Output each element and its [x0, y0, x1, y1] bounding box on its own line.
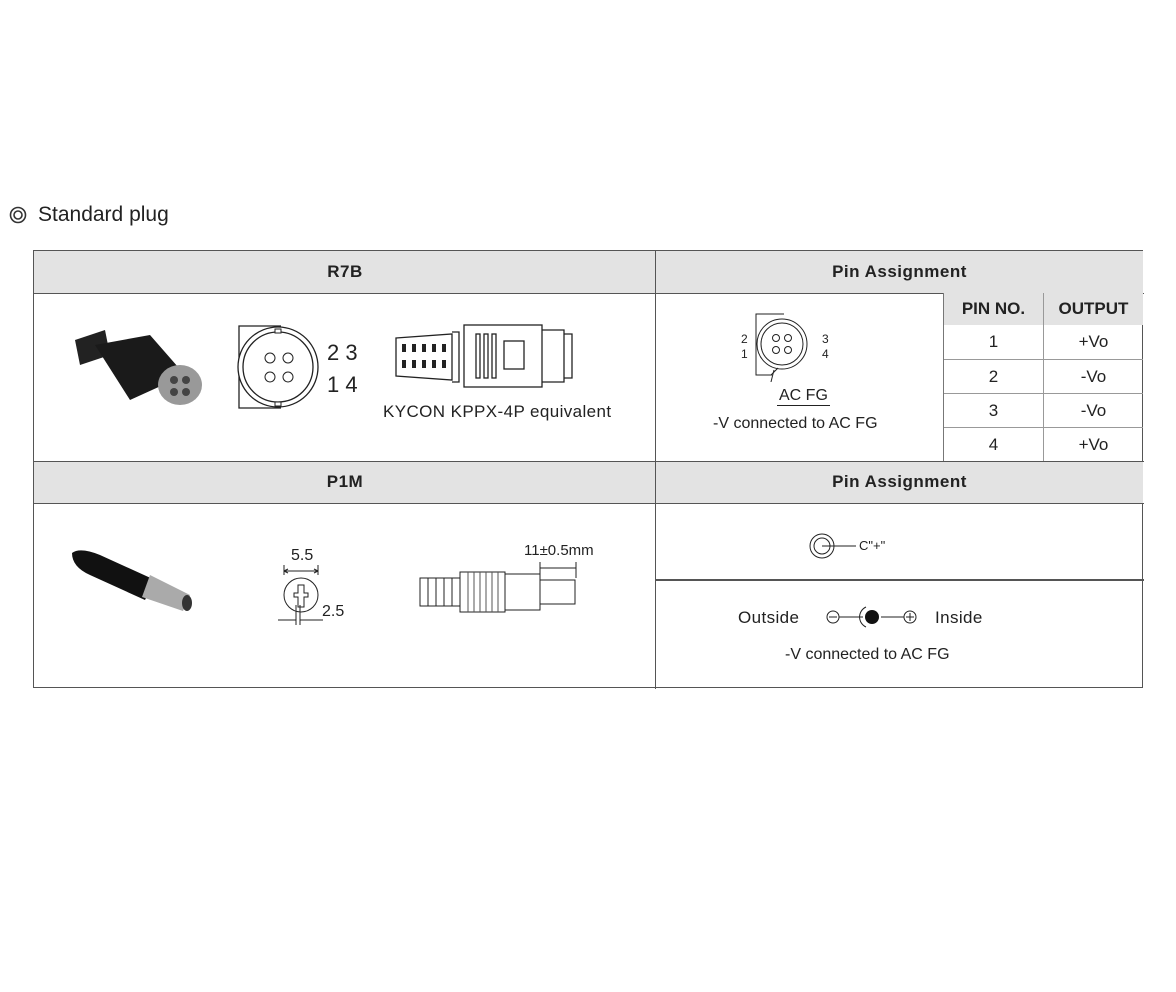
output-cell: +Vo — [1043, 325, 1143, 359]
outside-label: Outside — [738, 608, 800, 627]
pin-no-cell: 1 — [988, 332, 999, 351]
pin-no-cell: 4 — [944, 427, 1043, 461]
dim-inner: 2.5 — [322, 603, 345, 620]
output-cell: -Vo — [1043, 393, 1143, 427]
r7b-pin-diagram — [755, 313, 808, 382]
pin-table: PIN NO. OUTPUT 1 +Vo 2 -Vo 3 -Vo 4 +Vo — [943, 293, 1143, 461]
double-circle-icon — [9, 206, 27, 224]
r7b-header: R7B — [34, 251, 656, 293]
r7b-side-diagram — [395, 324, 573, 388]
r7b-pin-header: Pin Assignment — [656, 251, 1143, 293]
r7b-pin-face-diagram — [237, 325, 319, 409]
output-cell: -Vo — [1043, 359, 1143, 393]
p1m-pin-header: Pin Assignment — [656, 461, 1143, 503]
p1m-side-diagram — [419, 562, 577, 613]
output-cell: +Vo — [1043, 427, 1143, 461]
ac-fg-label: AC FG — [777, 387, 830, 406]
pin-no-cell: 2 — [944, 359, 1043, 393]
p1m-note: -V connected to AC FG — [785, 646, 950, 663]
pin-no-header: PIN NO. — [944, 293, 1043, 325]
pin-label-4: 4 — [822, 347, 829, 361]
plug-table: R7B Pin Assignment P1M Pin Assignment — [33, 250, 1144, 689]
pin-label-3: 3 — [822, 332, 829, 346]
polarity-symbol-icon — [826, 606, 917, 628]
center-positive-icon — [809, 533, 856, 559]
inside-label: Inside — [935, 608, 983, 627]
pin-label-2: 2 — [741, 332, 748, 346]
center-label: C"+" — [859, 538, 886, 553]
output-header: OUTPUT — [1043, 293, 1143, 325]
section-title-text: Standard plug — [38, 203, 169, 226]
r7b-pin-title: Pin Assignment — [832, 262, 967, 281]
pin-no-cell: 3 — [944, 393, 1043, 427]
r7b-pin-labels-bottom: 1 4 — [327, 372, 358, 397]
r7b-pin-labels-top: 2 3 — [327, 340, 358, 365]
r7b-note: -V connected to AC FG — [713, 415, 878, 432]
dim-length: 11±0.5mm — [524, 542, 594, 559]
p1m-plug-photo — [72, 550, 192, 611]
p1m-title: P1M — [326, 472, 364, 491]
r7b-caption: KYCON KPPX-4P equivalent — [383, 402, 612, 421]
section-title: Standard plug — [8, 203, 169, 227]
pin-label-1: 1 — [741, 347, 748, 361]
dim-outer: 5.5 — [291, 547, 314, 564]
p1m-pin-title: Pin Assignment — [832, 472, 967, 491]
p1m-header: P1M — [34, 461, 656, 503]
r7b-plug-photo — [75, 330, 202, 405]
r7b-title: R7B — [327, 262, 363, 281]
p1m-face-diagram — [278, 565, 323, 625]
